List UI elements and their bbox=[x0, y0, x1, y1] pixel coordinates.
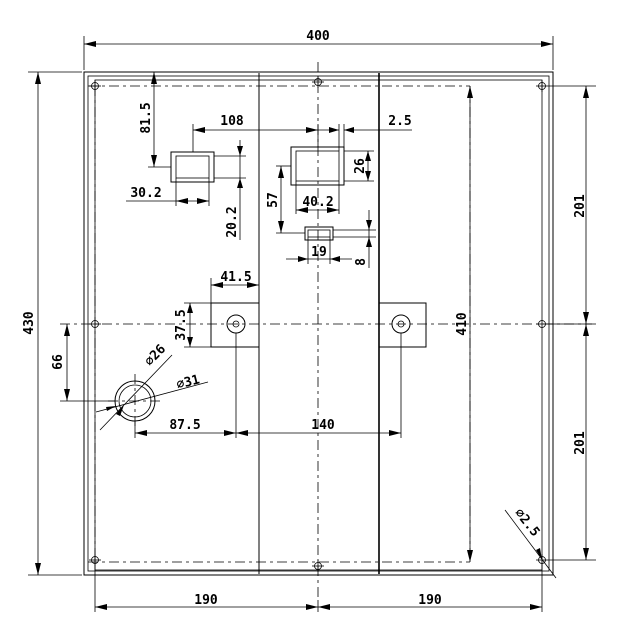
dim-overall-width-label: 400 bbox=[306, 29, 330, 44]
dim-small-slot-width: 19 bbox=[286, 237, 352, 264]
dim-right-window-width-label: 40.2 bbox=[302, 195, 333, 210]
mount-hole-bottom-center bbox=[312, 560, 324, 572]
dim-right-window-height-label: 26 bbox=[353, 158, 368, 174]
dim-small-slot-height: 8 bbox=[333, 210, 376, 268]
dim-left-window-height: 20.2 bbox=[214, 140, 246, 240]
dim-small-slot-height-label: 8 bbox=[354, 258, 369, 266]
dim-overall-height-label: 430 bbox=[22, 311, 37, 335]
left-window bbox=[170, 151, 215, 183]
dim-hole-outer-diameter: ⌀31 bbox=[95, 372, 209, 413]
dim-right-window-offset: 57 bbox=[266, 165, 305, 234]
dim-right-window-height: 26 bbox=[344, 150, 374, 182]
dim-lower-half-label: 201 bbox=[573, 431, 588, 455]
dim-hole-inner-diameter-label: ⌀26 bbox=[142, 342, 169, 369]
outer-panel bbox=[83, 71, 554, 576]
round-hole bbox=[108, 374, 162, 428]
small-slot bbox=[304, 226, 334, 241]
mount-hole-top-right bbox=[536, 80, 548, 92]
dim-bottom-right-label: 190 bbox=[418, 593, 442, 608]
dim-hole-offset-label: 66 bbox=[51, 354, 66, 370]
mount-hole-bottom-left bbox=[89, 554, 101, 566]
dim-upper-half-label: 201 bbox=[573, 194, 588, 218]
dim-hole-to-bracket-label: 87.5 bbox=[169, 418, 200, 433]
dim-right-window-offset-label: 57 bbox=[266, 192, 281, 208]
dim-inner-height-label: 410 bbox=[455, 312, 470, 336]
dim-hole-outer-diameter-label: ⌀31 bbox=[175, 372, 202, 392]
dim-bracket-width-label: 41.5 bbox=[220, 270, 251, 285]
dim-bottom-right: 190 bbox=[318, 593, 542, 610]
dim-window-gap: 2.5 bbox=[318, 114, 412, 151]
dim-bracket-width: 41.5 bbox=[210, 270, 260, 303]
dim-window-gap-label: 2.5 bbox=[388, 114, 411, 129]
left-bracket bbox=[210, 302, 260, 348]
inner-panel bbox=[87, 75, 550, 572]
dim-bracket-height: 37.5 bbox=[174, 302, 211, 348]
right-bracket bbox=[378, 302, 427, 348]
dim-upper-half: 201 bbox=[548, 85, 596, 325]
dim-window-spacing: 108 bbox=[192, 114, 319, 152]
dim-bracket-spacing-label: 140 bbox=[311, 418, 335, 433]
mount-hole-mid-left bbox=[89, 320, 101, 328]
panel-border-inset bbox=[94, 79, 543, 571]
dim-left-window-width-label: 30.2 bbox=[130, 186, 161, 201]
dim-small-slot-width-label: 19 bbox=[311, 245, 327, 260]
dim-window-spacing-label: 108 bbox=[220, 114, 244, 129]
dim-bottom-left-label: 190 bbox=[194, 593, 218, 608]
dim-top-offset: 81.5 bbox=[139, 72, 171, 168]
dim-lower-half: 201 bbox=[548, 324, 596, 561]
dim-right-window-width: 40.2 bbox=[295, 181, 340, 214]
dim-corner-hole-diameter: ⌀2.5 bbox=[504, 506, 557, 579]
mount-hole-mid-right bbox=[536, 320, 548, 328]
dim-corner-hole-diameter-label: ⌀2.5 bbox=[511, 506, 542, 540]
dim-hole-to-bracket: 87.5 bbox=[134, 333, 237, 438]
mount-hole-top-center bbox=[312, 76, 324, 88]
dim-left-window-height-label: 20.2 bbox=[225, 206, 240, 237]
dim-hole-offset: 66 bbox=[51, 324, 115, 402]
dim-bracket-height-label: 37.5 bbox=[174, 309, 189, 340]
mount-hole-top-left bbox=[89, 80, 101, 92]
dim-left-window-width: 30.2 bbox=[126, 178, 210, 206]
dim-overall-width: 400 bbox=[83, 29, 554, 70]
dim-bottom-left: 190 bbox=[94, 565, 543, 612]
dim-bracket-spacing: 140 bbox=[236, 333, 402, 438]
right-window bbox=[290, 146, 345, 186]
dim-top-offset-label: 81.5 bbox=[139, 102, 154, 133]
dim-overall-height: 430 bbox=[22, 71, 82, 576]
dim-inner-height: 410 bbox=[455, 86, 473, 562]
